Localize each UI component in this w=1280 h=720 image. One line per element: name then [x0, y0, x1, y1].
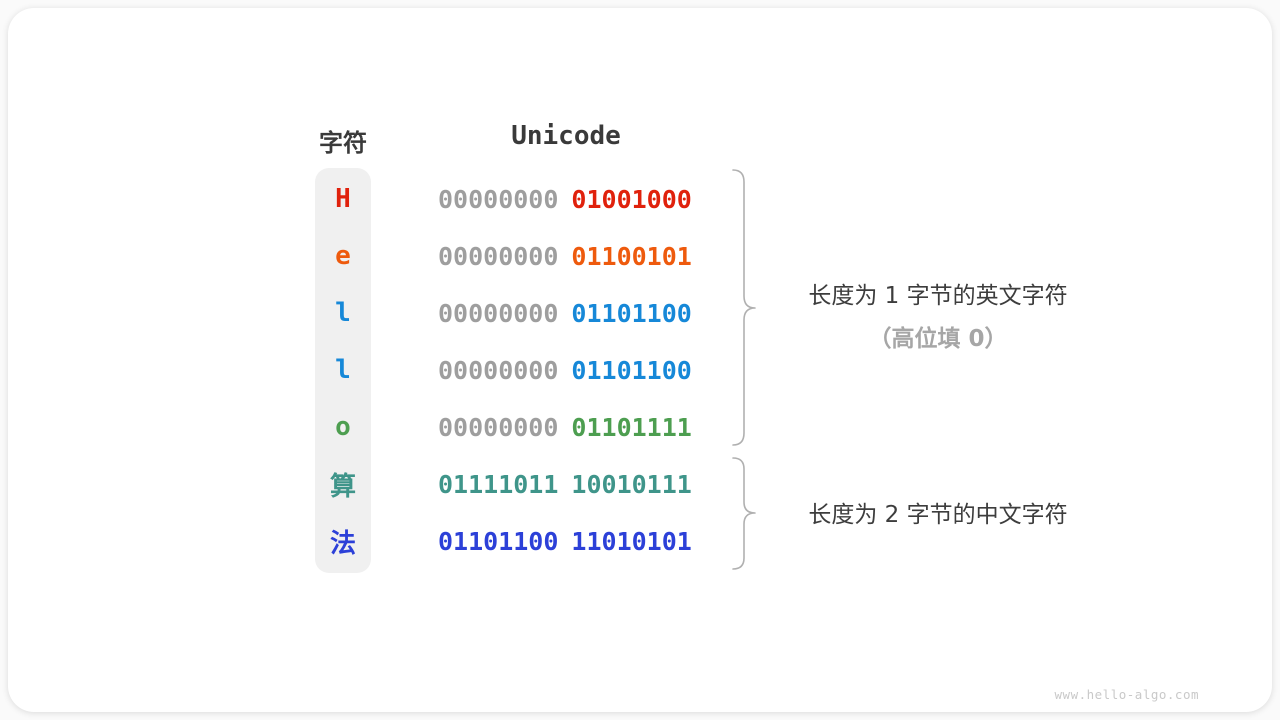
- brace-chinese-group: [732, 457, 756, 570]
- unicode-low-byte: 11010101: [571, 526, 692, 556]
- annotation-chinese-chars: 长度为 2 字节的中文字符: [808, 502, 1068, 528]
- table-row: 法 01101100 11010101: [8, 513, 1272, 569]
- unicode-binary: 01111011 10010111: [438, 456, 692, 512]
- character-cell: o: [335, 412, 351, 442]
- table-row: e 00000000 01100101: [8, 228, 1272, 284]
- unicode-binary: 00000000 01101111: [438, 399, 692, 455]
- unicode-high-byte: 01111011: [438, 469, 559, 499]
- unicode-low-byte: 10010111: [571, 469, 692, 499]
- table-row: l 00000000 01101100: [8, 285, 1272, 341]
- annotation-english-line2: （高位填 0）: [868, 326, 1008, 352]
- annotation-english-chars: 长度为 1 字节的英文字符 （高位填 0）: [766, 276, 1110, 353]
- character-cell: H: [335, 184, 351, 214]
- unicode-low-byte: 01100101: [571, 241, 692, 271]
- table-row: l 00000000 01101100: [8, 342, 1272, 398]
- unicode-high-byte: 00000000: [438, 184, 559, 214]
- unicode-high-byte: 00000000: [438, 298, 559, 328]
- unicode-low-byte: 01001000: [571, 184, 692, 214]
- unicode-low-byte: 01101100: [571, 298, 692, 328]
- unicode-high-byte: 01101100: [438, 526, 559, 556]
- unicode-low-byte: 01101111: [571, 412, 692, 442]
- character-cell: e: [335, 241, 351, 271]
- diagram-card: 字符 Unicode H 00000000 01001000 e 00000000…: [8, 8, 1272, 712]
- watermark-url: www.hello-algo.com: [1054, 687, 1199, 702]
- character-cell: l: [335, 355, 351, 385]
- character-cell: 算: [329, 471, 356, 502]
- unicode-binary: 00000000 01101100: [438, 342, 692, 398]
- character-column-background: [315, 168, 371, 573]
- character-cell: l: [335, 298, 351, 328]
- unicode-high-byte: 00000000: [438, 241, 559, 271]
- table-row: 算 01111011 10010111: [8, 456, 1272, 512]
- annotation-english-line1: 长度为 1 字节的英文字符: [808, 283, 1068, 309]
- brace-english-group: [732, 169, 756, 446]
- column-header-character: 字符: [319, 129, 367, 157]
- unicode-high-byte: 00000000: [438, 355, 559, 385]
- table-row: H 00000000 01001000: [8, 171, 1272, 227]
- unicode-high-byte: 00000000: [438, 412, 559, 442]
- unicode-low-byte: 01101100: [571, 355, 692, 385]
- unicode-binary: 01101100 11010101: [438, 513, 692, 569]
- unicode-binary: 00000000 01100101: [438, 228, 692, 284]
- unicode-binary: 00000000 01101100: [438, 285, 692, 341]
- unicode-binary: 00000000 01001000: [438, 171, 692, 227]
- column-header-unicode: Unicode: [511, 121, 621, 151]
- character-cell: 法: [329, 528, 356, 559]
- table-row: o 00000000 01101111: [8, 399, 1272, 455]
